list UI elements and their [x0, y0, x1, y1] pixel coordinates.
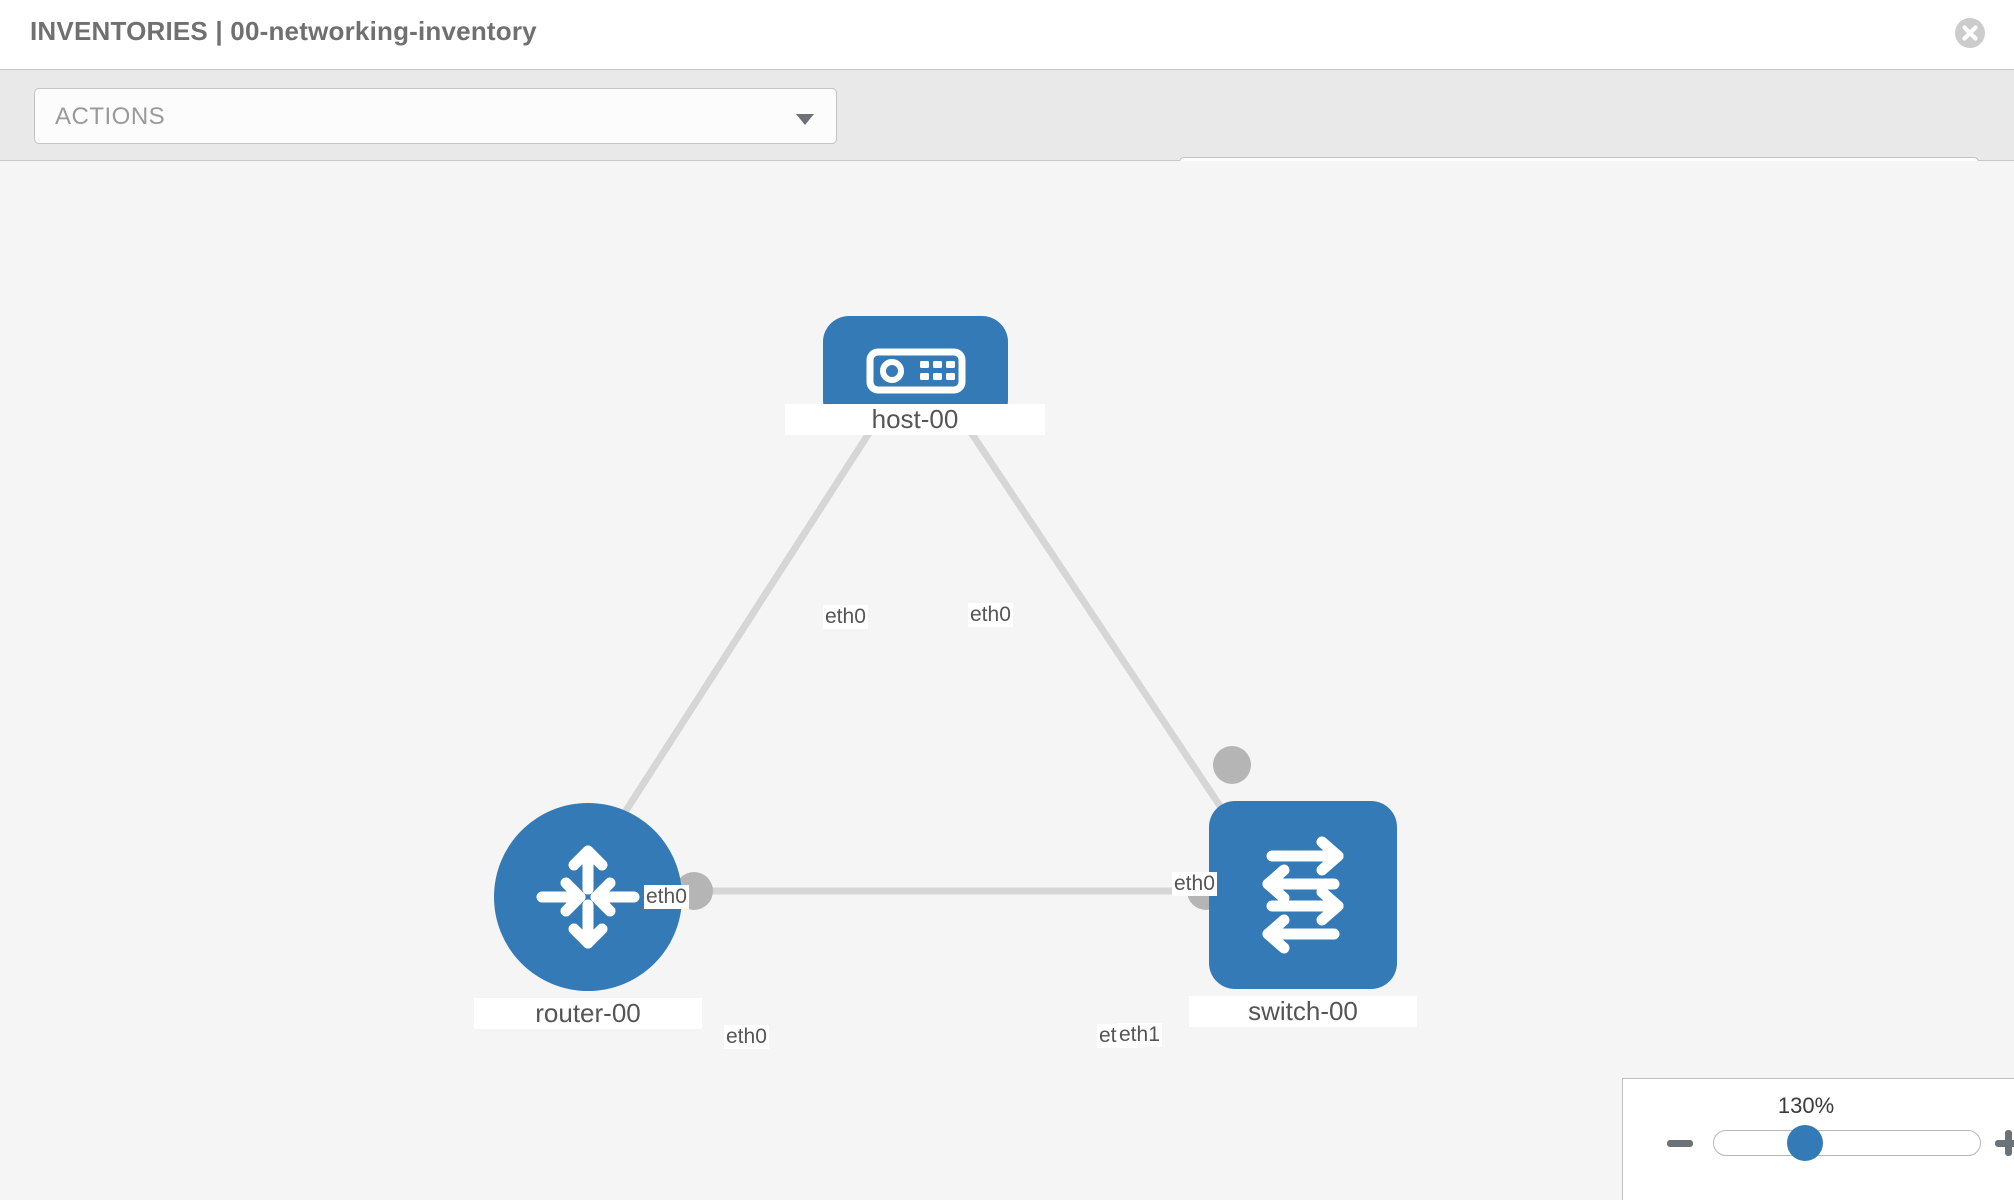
minus-icon[interactable]	[1667, 1140, 1693, 1147]
zoom-level-label: 130%	[1777, 1093, 1835, 1118]
page-title: INVENTORIES | 00-networking-inventory	[30, 16, 537, 46]
topology-links	[597, 342, 1253, 910]
close-icon[interactable]	[1952, 15, 1988, 51]
edge-label-host-eth0-left: eth0	[823, 605, 868, 629]
toolbar: ACTIONS SEARCH	[0, 69, 2014, 213]
zoom-slider-thumb[interactable]	[1787, 1125, 1823, 1161]
link-lines	[597, 414, 1253, 895]
switch-node-shape[interactable]	[1209, 801, 1397, 989]
edge-label-switch-eth0-up: eth0	[1172, 872, 1217, 896]
topology-canvas[interactable]: host-00	[0, 161, 2014, 1200]
switch-arrows-icon	[1262, 836, 1344, 954]
actions-dropdown-label: ACTIONS	[55, 103, 166, 130]
node-label-router-00: router-00	[474, 998, 702, 1029]
edge-label-switch-eth1: eth1	[1117, 1023, 1162, 1047]
node-label-host-00: host-00	[785, 404, 1045, 435]
server-icon	[866, 348, 965, 394]
zoom-slider-track[interactable]	[1713, 1130, 1981, 1156]
node-label-switch-00: switch-00	[1189, 996, 1417, 1027]
plus-icon[interactable]	[1995, 1130, 2014, 1156]
actions-dropdown[interactable]: ACTIONS	[34, 88, 837, 144]
zoom-control-panel: 130%	[1622, 1078, 2014, 1200]
edge-label-router-eth0-right: eth0	[724, 1025, 769, 1049]
router-arrows-icon	[536, 845, 640, 949]
edge-label-host-eth0-right: eth0	[968, 603, 1013, 627]
edge-label-router-eth0-up: eth0	[644, 885, 689, 909]
page-header: INVENTORIES | 00-networking-inventory	[0, 0, 2014, 69]
chevron-down-icon	[796, 114, 814, 125]
